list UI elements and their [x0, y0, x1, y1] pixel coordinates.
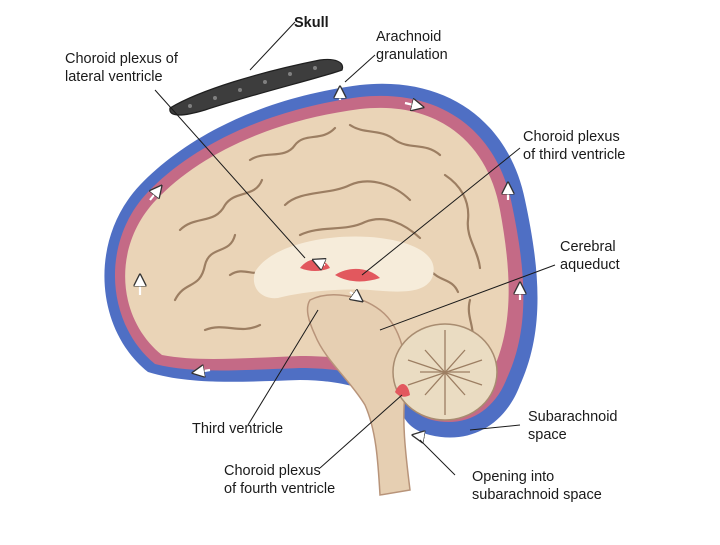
label-line: Arachnoid: [376, 28, 448, 46]
label-line: Opening into: [472, 468, 602, 486]
label-line: Choroid plexus: [224, 462, 335, 480]
label-line: Third ventricle: [192, 420, 283, 438]
label-line: aqueduct: [560, 256, 620, 274]
label-arachnoid-granulation: Arachnoid granulation: [376, 28, 448, 64]
label-line: lateral ventricle: [65, 68, 178, 86]
label-line: Skull: [294, 14, 329, 32]
label-line: space: [528, 426, 618, 444]
label-line: Choroid plexus of: [65, 50, 178, 68]
label-cerebral-aqueduct: Cerebral aqueduct: [560, 238, 620, 274]
label-line: subarachnoid space: [472, 486, 602, 504]
label-line: Subarachnoid: [528, 408, 618, 426]
label-line: Choroid plexus: [523, 128, 625, 146]
label-opening-subarachnoid: Opening into subarachnoid space: [472, 468, 602, 504]
label-line: of third ventricle: [523, 146, 625, 164]
cerebellum: [393, 324, 497, 420]
label-choroid-plexus-fourth: Choroid plexus of fourth ventricle: [224, 462, 335, 498]
label-line: granulation: [376, 46, 448, 64]
label-choroid-plexus-lateral: Choroid plexus of lateral ventricle: [65, 50, 178, 86]
label-subarachnoid-space: Subarachnoid space: [528, 408, 618, 444]
label-line: of fourth ventricle: [224, 480, 335, 498]
label-line: Cerebral: [560, 238, 620, 256]
label-skull: Skull: [294, 14, 329, 32]
label-choroid-plexus-third: Choroid plexus of third ventricle: [523, 128, 625, 164]
label-third-ventricle: Third ventricle: [192, 420, 283, 438]
